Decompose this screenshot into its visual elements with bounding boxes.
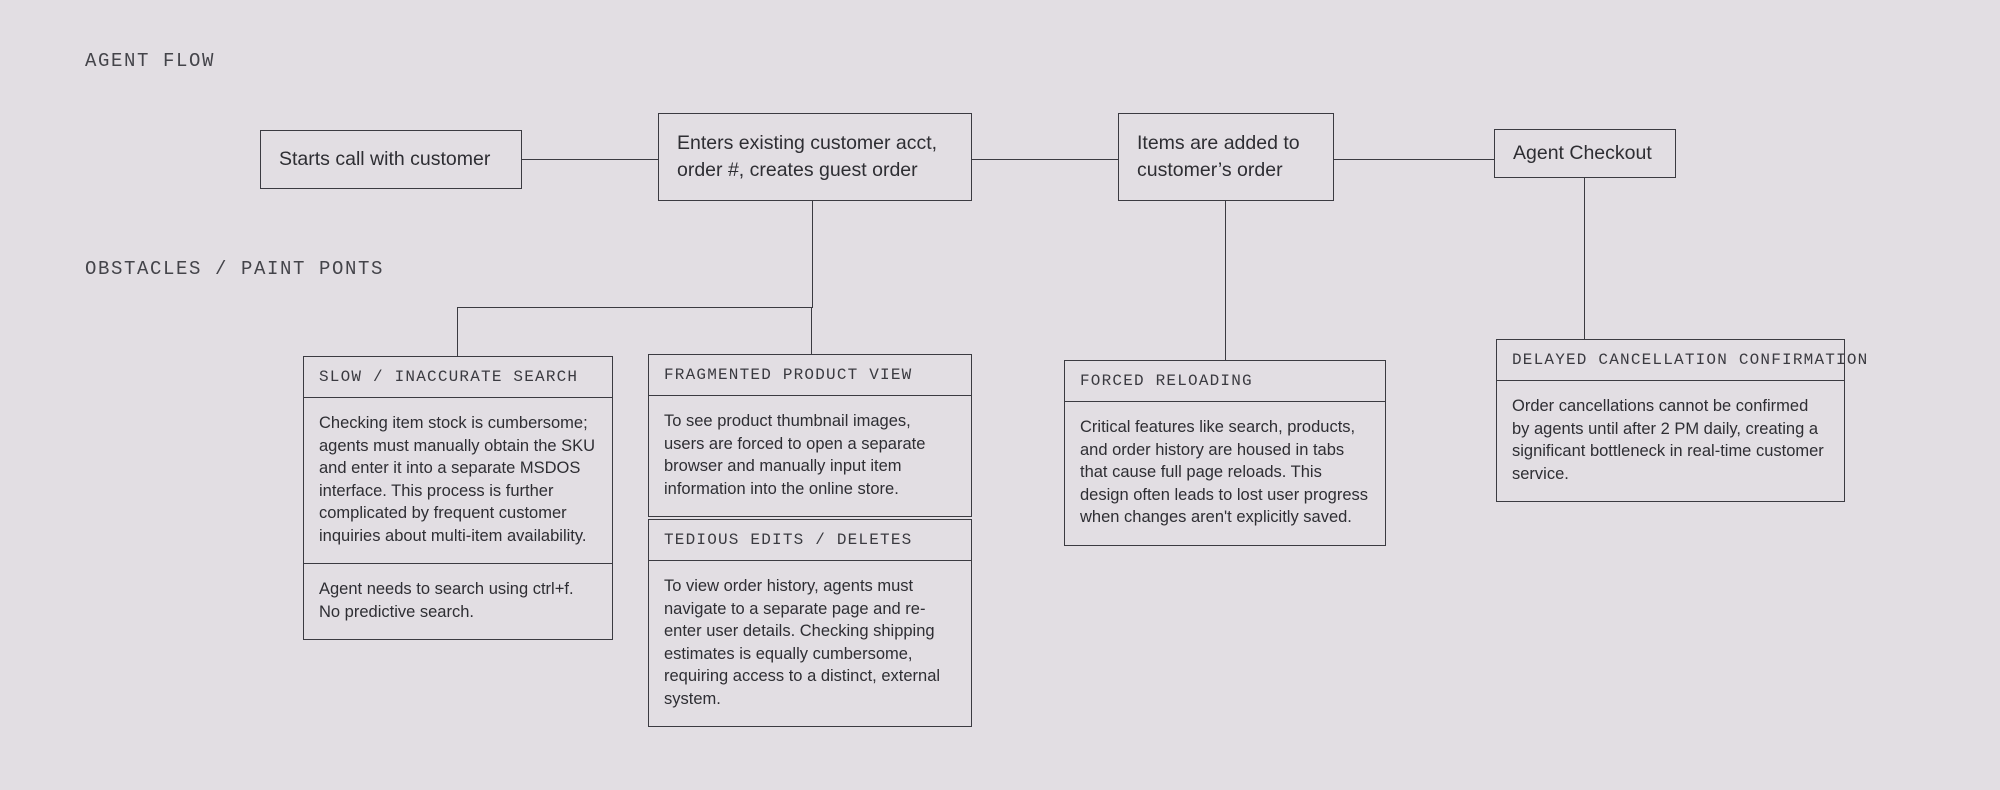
flow-step-label: Starts call with customer xyxy=(279,148,491,170)
flow-step-agent-checkout[interactable]: Agent Checkout xyxy=(1494,129,1676,178)
flow-step-starts-call[interactable]: Starts call with customer xyxy=(260,130,522,189)
obstacle-card-body: To see product thumbnail images, users a… xyxy=(664,412,926,498)
connector-step2-step3 xyxy=(971,159,1119,160)
connector-step1-step2 xyxy=(521,159,659,160)
obstacles-section-header: OBSTACLES / PAINT PONTS xyxy=(85,258,385,280)
obstacle-card-title: TEDIOUS EDITS / DELETES xyxy=(649,520,971,561)
connector-step2-drop xyxy=(812,200,813,308)
obstacle-card-body: Order cancellations cannot be confirmed … xyxy=(1512,397,1824,483)
connector-branch-left-drop xyxy=(457,307,458,357)
flow-step-enters-account[interactable]: Enters existing customer acct, order #, … xyxy=(658,113,972,201)
agent-flow-section-header: AGENT FLOW xyxy=(85,50,216,72)
obstacle-card-fragmented-product-view[interactable]: FRAGMENTED PRODUCT VIEW To see product t… xyxy=(648,354,972,517)
flow-step-label: Items are added to customer’s order xyxy=(1137,132,1300,181)
obstacle-card-body: Critical features like search, products,… xyxy=(1080,418,1369,526)
obstacle-card-slow-search[interactable]: SLOW / INACCURATE SEARCH Checking item s… xyxy=(303,356,613,640)
obstacle-card-forced-reloading[interactable]: FORCED RELOADING Critical features like … xyxy=(1064,360,1386,546)
obstacle-card-title: FORCED RELOADING xyxy=(1065,361,1385,402)
obstacle-card-body: To view order history, agents must navig… xyxy=(664,577,941,708)
flow-step-label: Enters existing customer acct, order #, … xyxy=(677,132,938,181)
obstacle-card-delayed-cancellation[interactable]: DELAYED CANCELLATION CONFIRMATION Order … xyxy=(1496,339,1867,502)
obstacle-card-body: Checking item stock is cumbersome; agent… xyxy=(319,414,596,545)
obstacle-card-tedious-edits[interactable]: TEDIOUS EDITS / DELETES To view order hi… xyxy=(648,519,972,727)
connector-branch-right-drop xyxy=(811,307,812,355)
flow-step-items-added[interactable]: Items are added to customer’s order xyxy=(1118,113,1334,201)
obstacle-card-body-secondary: Agent needs to search using ctrl+f. No p… xyxy=(304,563,612,639)
flow-step-label: Agent Checkout xyxy=(1513,142,1652,164)
connector-step3-step4 xyxy=(1333,159,1494,160)
connector-step4-drop xyxy=(1584,177,1585,339)
connector-step3-drop xyxy=(1225,200,1226,361)
obstacle-card-title: SLOW / INACCURATE SEARCH xyxy=(304,357,612,398)
obstacle-card-title: DELAYED CANCELLATION CONFIRMATION xyxy=(1497,340,1867,381)
obstacle-card-title: FRAGMENTED PRODUCT VIEW xyxy=(649,355,971,396)
connector-branch-bar xyxy=(457,307,812,308)
